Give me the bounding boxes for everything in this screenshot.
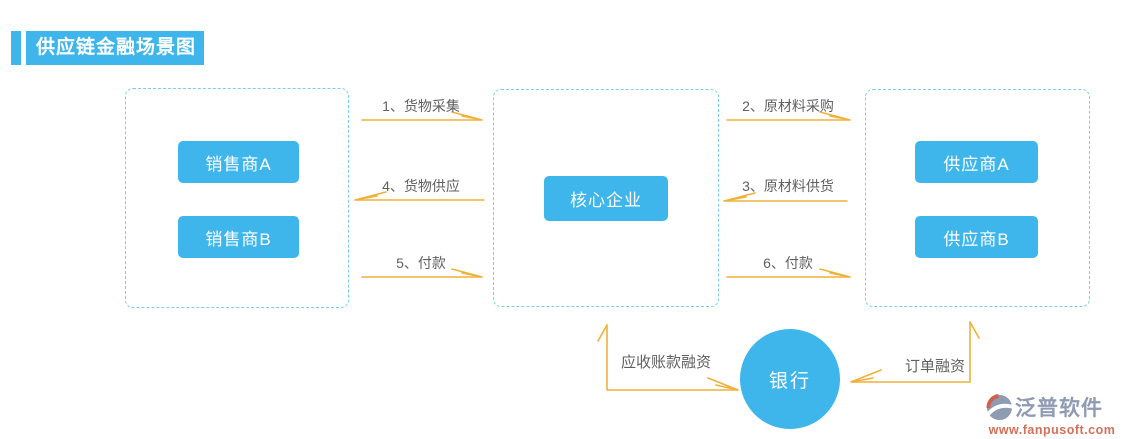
flow-label-raw-material-delivery: 3、原材料供货 bbox=[742, 178, 834, 194]
flow-label-goods-supply: 4、货物供应 bbox=[382, 178, 460, 194]
watermark-brand: 泛普软件 bbox=[1015, 397, 1103, 420]
node-bank[interactable]: 银行 bbox=[740, 329, 840, 429]
fanpu-logo-icon bbox=[986, 393, 1013, 420]
node-seller-b[interactable]: 销售商B bbox=[178, 216, 299, 258]
flow-label-receivable-financing: 应收账款融资 bbox=[620, 354, 711, 371]
group-box-core-enterprise: 核心企业 bbox=[493, 89, 719, 307]
flow-label-goods-collection: 1、货物采集 bbox=[382, 98, 460, 114]
node-supplier-b[interactable]: 供应商B bbox=[915, 216, 1038, 258]
title-accent-bar bbox=[11, 31, 21, 65]
arrow-order-financing-upslash bbox=[969, 321, 980, 339]
node-core-enterprise[interactable]: 核心企业 bbox=[544, 176, 668, 221]
group-box-suppliers: 供应商A 供应商B bbox=[865, 89, 1090, 307]
flow-label-raw-material-purchase: 2、原材料采购 bbox=[742, 98, 834, 114]
watermark: 泛普软件 www.fanpusoft.com bbox=[986, 392, 1118, 437]
node-supplier-a[interactable]: 供应商A bbox=[915, 141, 1038, 183]
watermark-url[interactable]: www.fanpusoft.com bbox=[988, 423, 1116, 437]
arrow-receivable-financing-head bbox=[707, 377, 739, 391]
flow-label-order-financing: 订单融资 bbox=[904, 358, 965, 375]
watermark-brand-row: 泛普软件 bbox=[986, 392, 1118, 422]
flow-label-payment-6: 6、付款 bbox=[763, 255, 813, 271]
arrow-receivable-financing-upslash bbox=[597, 324, 608, 342]
node-seller-a[interactable]: 销售商A bbox=[178, 141, 299, 183]
group-box-sellers: 销售商A 销售商B bbox=[125, 88, 349, 308]
flow-label-payment-5: 5、付款 bbox=[396, 255, 446, 271]
page-title: 供应链金融场景图 bbox=[26, 31, 204, 65]
